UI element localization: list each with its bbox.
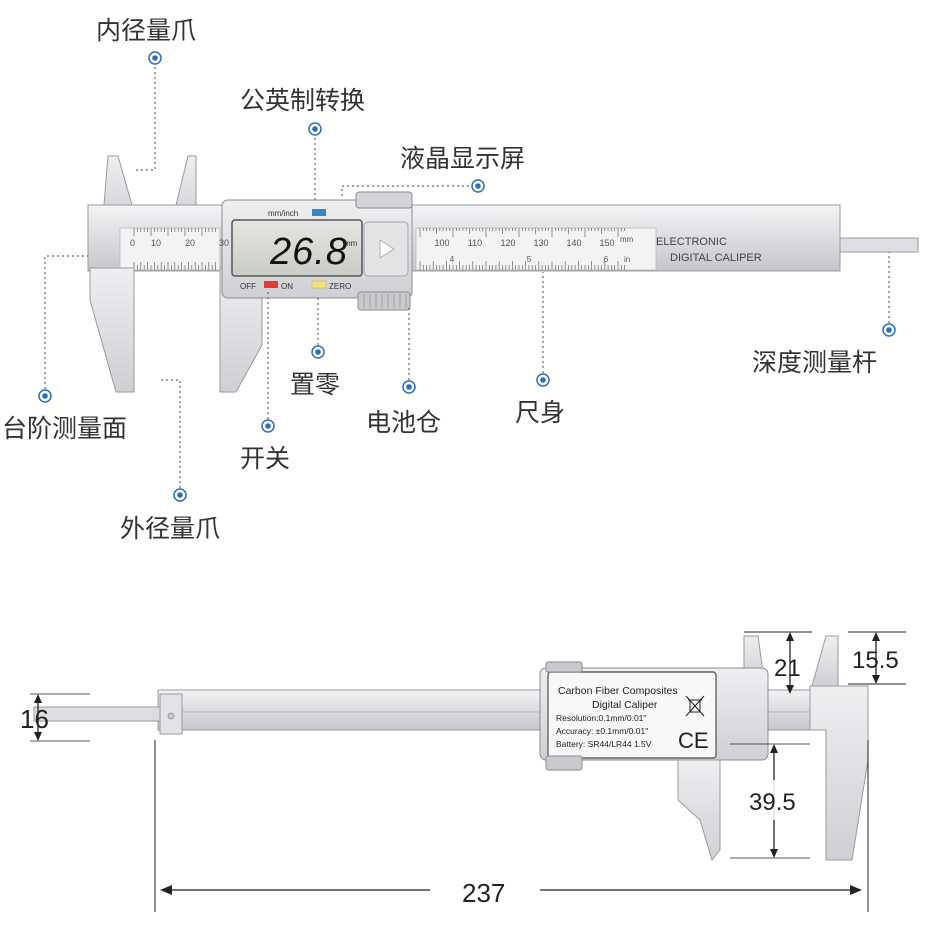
scale-number: 150 bbox=[599, 238, 614, 248]
callout-leaders bbox=[44, 62, 890, 493]
lcd-screen bbox=[231, 219, 363, 277]
dim-rod-height: 16 bbox=[20, 704, 49, 734]
weee-bin-icon bbox=[685, 695, 705, 717]
label-line-1: Carbon Fiber Composites bbox=[558, 685, 678, 697]
ruler-title-1: ELECTRONIC bbox=[656, 236, 727, 248]
top-caliper: mm/inch 26.8 mm OFF ON ZERO 0 10 20 30 100… bbox=[87, 155, 919, 393]
bottom-caliper: Carbon Fiber Composites Digital Caliper … bbox=[33, 635, 869, 862]
scale-number: 10 bbox=[151, 238, 161, 248]
callout-unit-switch: 公英制转换 bbox=[240, 86, 366, 115]
label-line-4: Accuracy: ±0.1mm/0.01" bbox=[556, 726, 648, 736]
on-label: ON bbox=[281, 282, 293, 291]
scale-number: 30 bbox=[219, 238, 229, 248]
inch-number: 6 bbox=[604, 255, 609, 264]
dim-inner-jaw-width: 15.5 bbox=[852, 647, 899, 674]
callout-inner-jaw: 内径量爪 bbox=[96, 16, 197, 45]
scale-number: 120 bbox=[500, 238, 515, 248]
callout-dots bbox=[38, 51, 896, 502]
callout-zero: 置零 bbox=[290, 370, 341, 399]
unit-button bbox=[312, 209, 326, 216]
label-line-3: Resolution:0.1mm/0.01" bbox=[556, 713, 646, 723]
lcd-reading: 26.8 bbox=[269, 231, 348, 273]
side-depth-rod bbox=[33, 706, 161, 722]
dim-inner-jaw-depth: 21 bbox=[774, 655, 801, 682]
depth-rod bbox=[839, 237, 919, 253]
on-button bbox=[264, 281, 278, 288]
callout-step-face: 台阶测量面 bbox=[2, 414, 128, 443]
callout-lcd-screen: 液晶显示屏 bbox=[400, 144, 526, 173]
scale-number: 140 bbox=[566, 238, 581, 248]
label-line-5: Battery: SR44/LR44 1.5V bbox=[556, 739, 652, 749]
callout-outer-jaw: 外径量爪 bbox=[120, 514, 221, 543]
ce-mark: CE bbox=[678, 728, 709, 753]
unit-button-label: mm/inch bbox=[268, 209, 298, 218]
inch-number: 4 bbox=[450, 255, 455, 264]
side-fixed-jaw bbox=[809, 685, 869, 861]
side-inner-jaw-right bbox=[811, 635, 839, 687]
scale-number: 130 bbox=[533, 238, 548, 248]
side-thumb-wheel bbox=[545, 755, 583, 771]
scale-zero: 0 bbox=[130, 238, 135, 248]
scale-number: 20 bbox=[185, 238, 195, 248]
zero-label: ZERO bbox=[329, 282, 351, 291]
dimension-lines bbox=[30, 631, 906, 912]
scale-number: 100 bbox=[434, 238, 449, 248]
dim-outer-jaw-depth: 39.5 bbox=[749, 789, 796, 816]
callout-on-off: 开关 bbox=[240, 444, 291, 473]
thumb-wheel bbox=[357, 291, 411, 311]
scale-in-unit: in bbox=[624, 255, 630, 264]
outer-jaw-left bbox=[89, 267, 135, 393]
callout-ruler-body: 尺身 bbox=[515, 398, 566, 427]
off-label: OFF bbox=[240, 282, 256, 291]
callout-battery: 电池仓 bbox=[366, 408, 442, 437]
inch-number: 5 bbox=[527, 255, 532, 264]
scale-number: 110 bbox=[468, 238, 482, 248]
dim-total-length: 237 bbox=[462, 878, 505, 908]
lcd-unit: mm bbox=[344, 239, 358, 248]
label-line-2: Digital Caliper bbox=[592, 699, 658, 711]
scale-mm-unit: mm bbox=[620, 235, 634, 244]
side-moving-jaw bbox=[677, 759, 721, 862]
zero-button bbox=[311, 280, 327, 289]
ruler-title-2: DIGITAL CALIPER bbox=[670, 252, 762, 264]
callout-depth-rod: 深度测量杆 bbox=[752, 348, 878, 377]
